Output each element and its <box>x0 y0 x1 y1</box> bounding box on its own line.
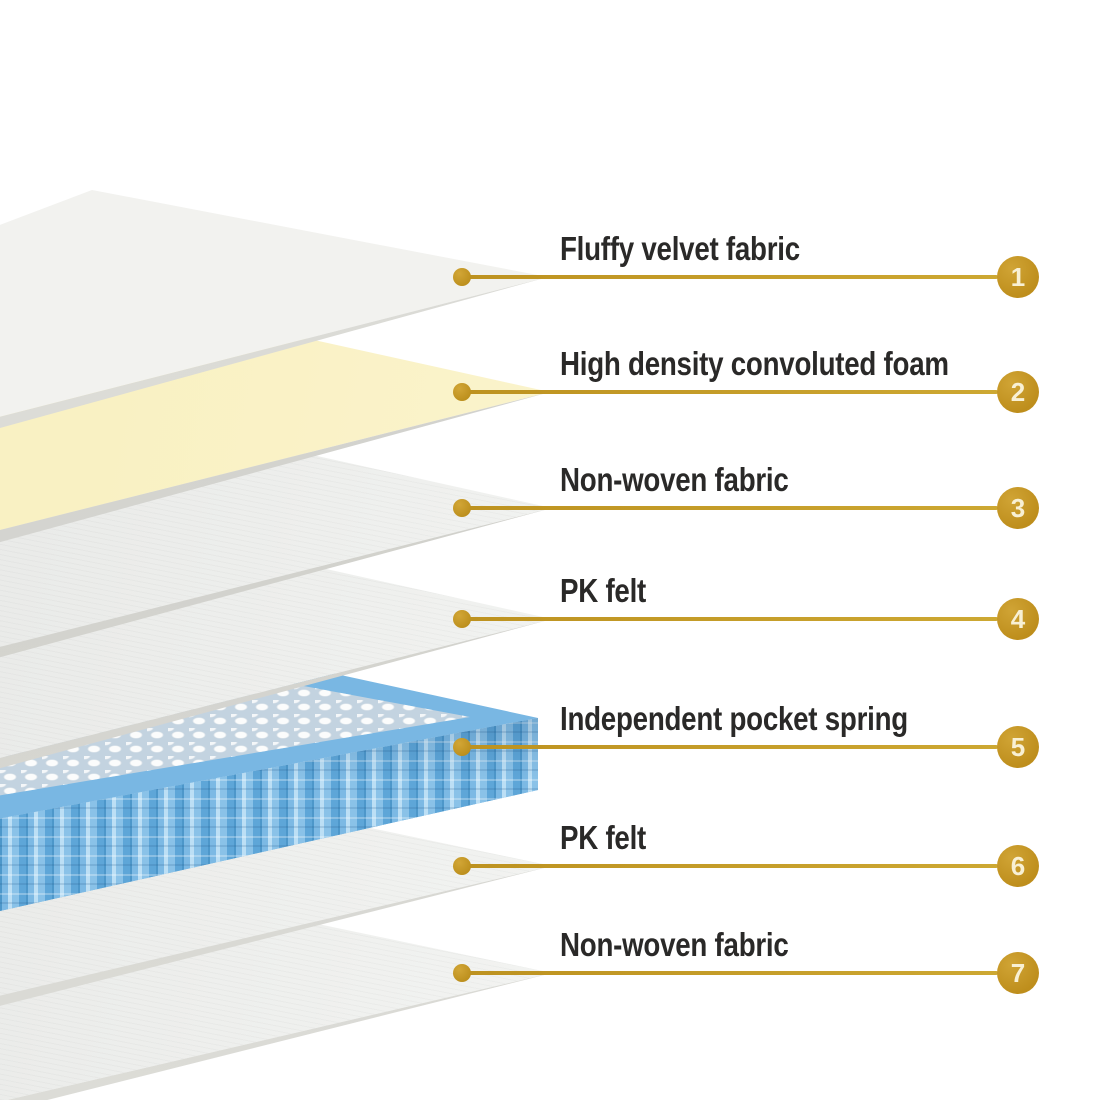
leader-dot <box>453 964 471 982</box>
number-badge: 1 <box>997 256 1039 298</box>
leader-line <box>462 506 998 510</box>
number-badge: 5 <box>997 726 1039 768</box>
leader-dot <box>453 738 471 756</box>
number-badge: 3 <box>997 487 1039 529</box>
number-badge: 7 <box>997 952 1039 994</box>
leader-dot <box>453 499 471 517</box>
leader-dot <box>453 610 471 628</box>
layer-label: Non-woven fabric <box>560 461 789 498</box>
leader-line <box>462 390 998 394</box>
layer-label: PK felt <box>560 819 647 856</box>
layer-label: Independent pocket spring <box>560 700 908 737</box>
number-badge: 4 <box>997 598 1039 640</box>
number-badge: 2 <box>997 371 1039 413</box>
leader-dot <box>453 383 471 401</box>
leader-line <box>462 275 998 279</box>
leader-line <box>462 864 998 868</box>
leader-line <box>462 745 998 749</box>
layer-label: High density convoluted foam <box>560 345 949 382</box>
leader-dot <box>453 268 471 286</box>
layer-label: Non-woven fabric <box>560 926 789 963</box>
leader-line <box>462 617 998 621</box>
layer-label: Fluffy velvet fabric <box>560 230 800 267</box>
leader-line <box>462 971 998 975</box>
leader-dot <box>453 857 471 875</box>
number-badge: 6 <box>997 845 1039 887</box>
layer-label: PK felt <box>560 572 647 609</box>
